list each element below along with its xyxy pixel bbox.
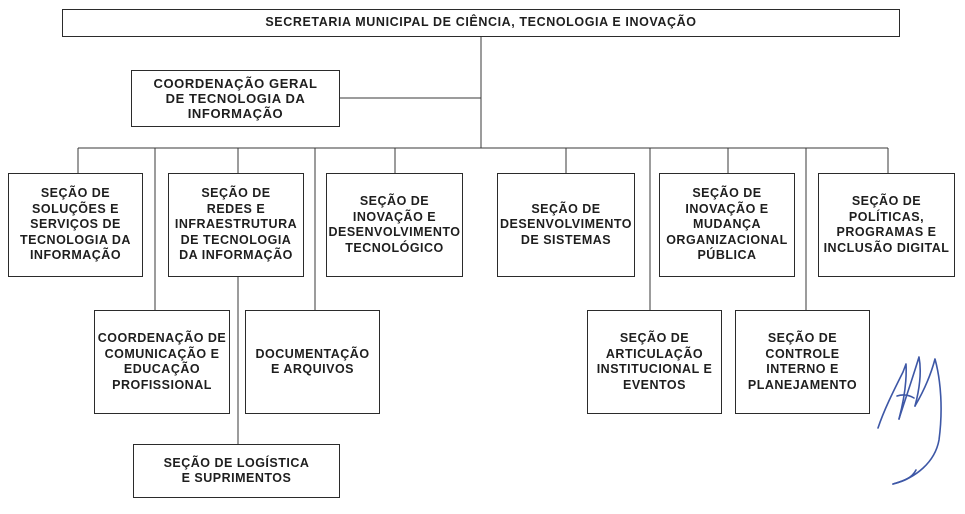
secao-redes-line: REDES E (206, 201, 266, 216)
coordenacao-geral-line: COORDENAÇÃO GERAL (153, 76, 318, 91)
coordenacao-comunicacao-line: COORDENAÇÃO DE (97, 331, 227, 345)
secao-inovacao-tecnologico-line: DESENVOLVIMENTO (328, 225, 461, 239)
coordenacao-comunicacao-line: PROFISSIONAL (112, 377, 212, 392)
box-secao-inovacao-desenvolvimento-tecnologico: SEÇÃO DE INOVAÇÃO E DESENVOLVIMENTO TECN… (326, 173, 463, 277)
secao-controle-line: PLANEJAMENTO (747, 377, 858, 392)
secao-redes-line: DE TECNOLOGIA (180, 232, 292, 247)
secao-inovacao-mudanca-line: INOVAÇÃO E (685, 201, 769, 216)
coordenacao-comunicacao-line: COMUNICAÇÃO E (104, 346, 220, 361)
box-secao-controle-interno-planejamento: SEÇÃO DE CONTROLE INTERNO E PLANEJAMENTO (735, 310, 870, 414)
secao-solucoes-line: TECNOLOGIA DA (20, 232, 131, 247)
secao-controle-line: SEÇÃO DE (767, 331, 838, 345)
secao-inovacao-mudanca-line: PÚBLICA (697, 248, 757, 263)
secao-controle-line: INTERNO E (766, 362, 839, 376)
documentacao-line: E ARQUIVOS (270, 362, 355, 376)
secao-redes-line: DA INFORMAÇÃO (179, 248, 293, 263)
secao-logistica-line: SEÇÃO DE LOGÍSTICA (163, 455, 310, 470)
secao-politicas-line: SEÇÃO DE (851, 194, 922, 208)
secao-redes-line: SEÇÃO DE (201, 186, 271, 201)
box-secao-logistica-suprimentos: SEÇÃO DE LOGÍSTICA E SUPRIMENTOS (133, 444, 340, 498)
secao-politicas-line: PROGRAMAS E (836, 225, 937, 239)
secao-inovacao-tecnologico-line: INOVAÇÃO E (352, 209, 437, 224)
secao-desenvolvimento-sistemas-line: DE SISTEMAS (520, 232, 612, 247)
secao-inovacao-tecnologico-line: SEÇÃO DE (359, 194, 430, 208)
secao-desenvolvimento-sistemas-line: DESENVOLVIMENTO (499, 217, 633, 232)
secao-articulacao-line: EVENTOS (622, 377, 686, 392)
secao-solucoes-line: SERVIÇOS DE (30, 217, 121, 232)
secao-inovacao-mudanca-line: MUDANÇA (692, 217, 762, 232)
coordenacao-geral-line: INFORMAÇÃO (187, 106, 284, 121)
secao-articulacao-line: ARTICULAÇÃO (605, 346, 704, 361)
secao-politicas-line: INCLUSÃO DIGITAL (823, 240, 950, 255)
box-secao-redes-infraestrutura-ti: SEÇÃO DE REDES E INFRAESTRUTURA DE TECNO… (168, 173, 304, 277)
secao-inovacao-tecnologico-line: TECNOLÓGICO (345, 240, 444, 255)
secao-desenvolvimento-sistemas-line: SEÇÃO DE (531, 201, 601, 216)
box-coordenacao-comunicacao-educacao: COORDENAÇÃO DE COMUNICAÇÃO E EDUCAÇÃO PR… (94, 310, 230, 414)
root-label: SECRETARIA MUNICIPAL DE CIÊNCIA, TECNOLO… (265, 15, 697, 30)
secao-solucoes-line: INFORMAÇÃO (29, 248, 122, 263)
secao-inovacao-mudanca-line: SEÇÃO DE (692, 186, 762, 201)
secao-articulacao-line: INSTITUCIONAL E (596, 362, 713, 376)
org-root-secretaria: SECRETARIA MUNICIPAL DE CIÊNCIA, TECNOLO… (62, 9, 900, 37)
secao-solucoes-line: SOLUÇÕES E (32, 201, 119, 216)
secao-politicas-line: POLÍTICAS, (848, 209, 925, 224)
secao-articulacao-line: SEÇÃO DE (619, 331, 690, 345)
box-secao-solucoes-servicos-ti: SEÇÃO DE SOLUÇÕES E SERVIÇOS DE TECNOLOG… (8, 173, 143, 277)
box-coordenacao-geral-ti: COORDENAÇÃO GERAL DE TECNOLOGIA DA INFOR… (131, 70, 340, 127)
box-secao-politicas-inclusao-digital: SEÇÃO DE POLÍTICAS, PROGRAMAS E INCLUSÃO… (818, 173, 955, 277)
secao-redes-line: INFRAESTRUTURA (174, 217, 298, 232)
coordenacao-comunicacao-line: EDUCAÇÃO (123, 362, 201, 376)
secao-inovacao-mudanca-line: ORGANIZACIONAL (666, 232, 788, 247)
box-secao-articulacao-institucional-eventos: SEÇÃO DE ARTICULAÇÃO INSTITUCIONAL E EVE… (587, 310, 722, 414)
box-secao-inovacao-mudanca-organizacional: SEÇÃO DE INOVAÇÃO E MUDANÇA ORGANIZACION… (659, 173, 795, 277)
box-secao-desenvolvimento-sistemas: SEÇÃO DE DESENVOLVIMENTO DE SISTEMAS (497, 173, 635, 277)
secao-logistica-line: E SUPRIMENTOS (181, 471, 292, 485)
documentacao-line: DOCUMENTAÇÃO (255, 346, 370, 361)
secao-solucoes-line: SEÇÃO DE (40, 186, 111, 201)
secao-controle-line: CONTROLE (765, 346, 840, 361)
coordenacao-geral-line: DE TECNOLOGIA DA (165, 91, 306, 106)
box-documentacao-arquivos: DOCUMENTAÇÃO E ARQUIVOS (245, 310, 380, 414)
